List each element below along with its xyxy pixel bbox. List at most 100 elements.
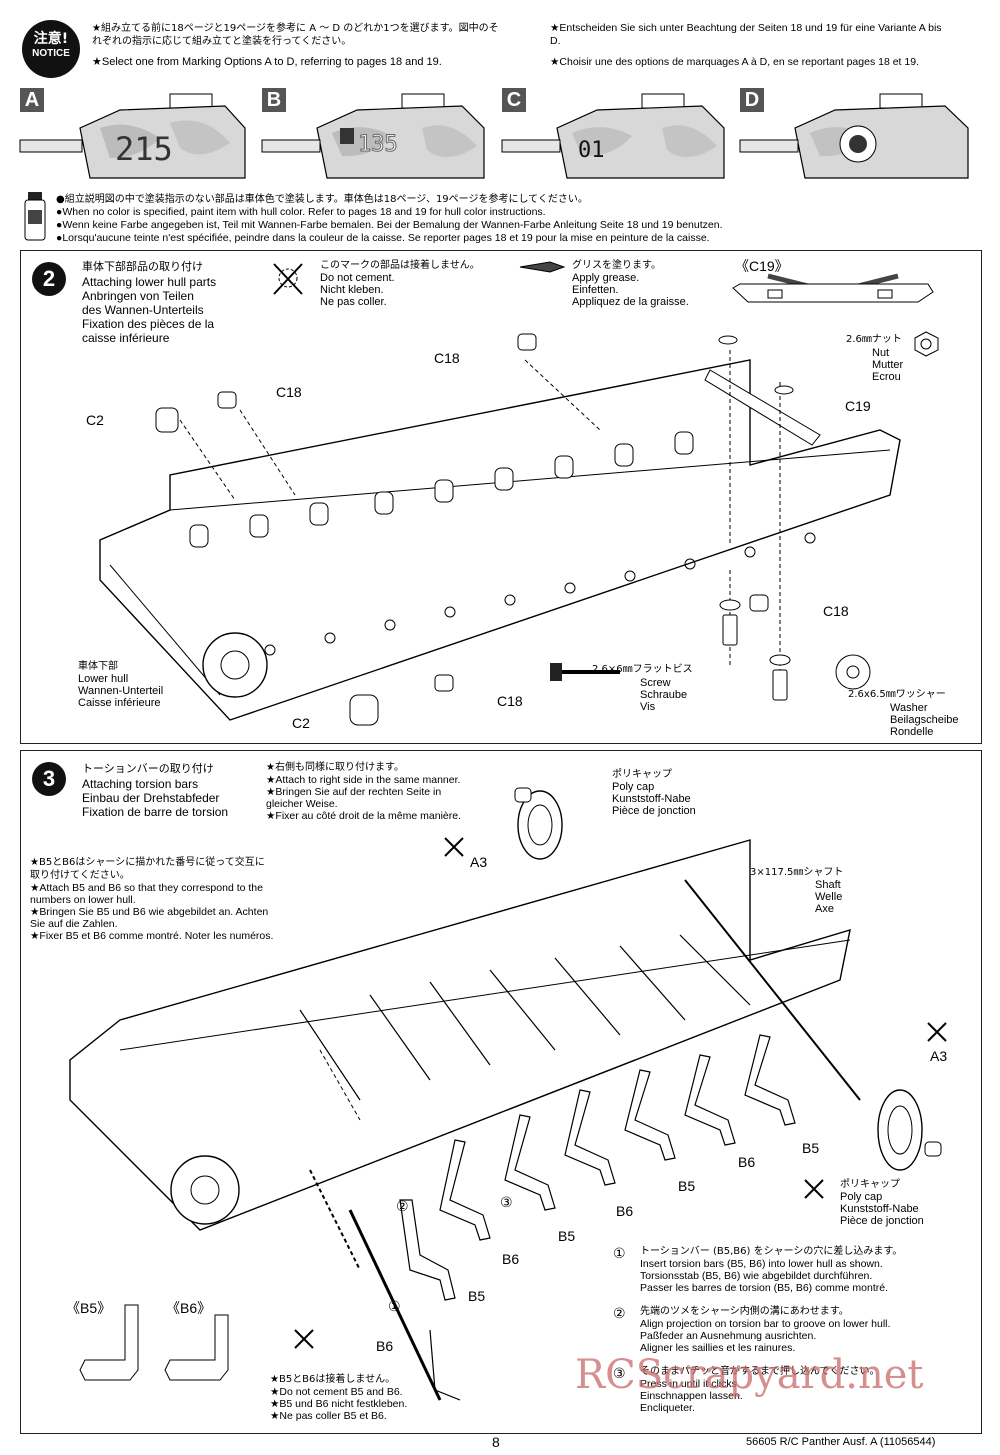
detail-b6-label: 《B6》 bbox=[166, 1300, 212, 1316]
instr-2-en: Align projection on torsion bar to groov… bbox=[640, 1318, 891, 1330]
page-number: 8 bbox=[492, 1434, 500, 1450]
right-side-de2: gleicher Weise. bbox=[266, 798, 338, 810]
turret-number-c: 01 bbox=[578, 138, 605, 163]
option-letter-a: A bbox=[20, 88, 44, 112]
shaft-jp: 3×117.5㎜シャフト bbox=[750, 867, 844, 878]
b5b6-note-jp1: ★B5とB6はシャーシに描かれた番号に従って交互に bbox=[30, 857, 265, 868]
instr-2-jp: 先端のツメをシャーシ内側の溝にあわせます。 bbox=[640, 1306, 849, 1317]
grease-de: Einfetten. bbox=[572, 284, 619, 296]
label-c19: C19 bbox=[845, 398, 871, 414]
washer-jp: 2.6x6.5㎜ワッシャー bbox=[848, 689, 946, 700]
nut-fr: Ecrou bbox=[872, 371, 901, 383]
label-b5-4: B5 bbox=[468, 1288, 486, 1304]
turret-drawing-b bbox=[261, 93, 485, 179]
polycap-top-en: Poly cap bbox=[612, 781, 655, 793]
hull-en: Lower hull bbox=[78, 673, 129, 685]
grease-jp: グリスを塗ります。 bbox=[572, 260, 661, 271]
intro-fr: ★Choisir une des options de marquages A … bbox=[550, 56, 919, 68]
intro-jp-2: れぞれの指示に応じて組み立てと塗装を行ってください。 bbox=[92, 36, 352, 47]
label-c18-d: C18 bbox=[497, 693, 523, 709]
c19-detail-drawing bbox=[732, 273, 934, 303]
step-2-title-fr: Fixation des pièces de la bbox=[82, 317, 215, 331]
label-a3-right: A3 bbox=[930, 1048, 948, 1064]
no-cement-jp: このマークの部品は接着しません。 bbox=[320, 260, 480, 271]
hull-jp: 車体下部 bbox=[78, 661, 118, 672]
no-cement-de: Nicht kleben. bbox=[320, 284, 384, 296]
no-cement-b-en: ★Do not cement B5 and B6. bbox=[270, 1386, 403, 1398]
screw-de: Schraube bbox=[640, 689, 688, 701]
marking-option-b: B 135 bbox=[261, 88, 492, 183]
step-2-title-de: Anbringen von Teilen bbox=[82, 289, 194, 303]
washer-de: Beilagscheibe bbox=[890, 714, 959, 726]
no-cement-b-fr: ★Ne pas coller B5 et B6. bbox=[270, 1410, 387, 1422]
intro-de-1: ★Entscheiden Sie sich unter Beachtung de… bbox=[550, 22, 942, 34]
label-c18-b: C18 bbox=[434, 350, 460, 366]
intro-jp-1: ★組み立てる前に18ページと19ページを参考に A ～ D のどれか1つを選びま… bbox=[92, 23, 499, 34]
intro-de-2: D. bbox=[550, 35, 561, 47]
no-cement-en: Do not cement. bbox=[320, 272, 395, 284]
instr-1-num: ① bbox=[613, 1245, 626, 1261]
marking-option-d: D bbox=[739, 88, 980, 183]
polycap-right-jp: ポリキャップ bbox=[840, 1179, 900, 1190]
no-cement-b-de: ★B5 und B6 nicht festkleben. bbox=[270, 1398, 408, 1410]
product-code: 56605 R/C Panther Ausf. A (11056544) bbox=[746, 1436, 936, 1448]
step-3-torsion-diagram bbox=[69, 787, 947, 1401]
paint-bottle-icon bbox=[24, 192, 46, 241]
intro-de: ★Entscheiden Sie sich unter Beachtung de… bbox=[550, 22, 970, 48]
polycap-top-fr: Pièce de jonction bbox=[612, 805, 696, 817]
label-circ3: ③ bbox=[500, 1194, 513, 1210]
right-side-jp: ★右側も同様に取り付けます。 bbox=[266, 762, 404, 773]
label-b5-1: B5 bbox=[802, 1140, 820, 1156]
instr-2-fr: Aligner les saillies et les rainures. bbox=[640, 1342, 796, 1354]
instr-1-de: Torsionsstab (B5, B6) wie abgebildet dur… bbox=[640, 1270, 873, 1282]
no-cement-b-jp: ★B5とB6は接着しません。 bbox=[270, 1374, 396, 1385]
washer-en: Washer bbox=[890, 702, 928, 714]
instr-3-num: ③ bbox=[613, 1365, 626, 1381]
instr-1-en: Insert torsion bars (B5, B6) into lower … bbox=[640, 1258, 883, 1270]
instr-3-en: Press in until it clicks. bbox=[640, 1378, 740, 1390]
b5b6-note-jp2: 取り付けてください。 bbox=[30, 870, 130, 881]
marking-option-c: C 01 bbox=[501, 88, 732, 183]
instr-1-fr: Passer les barres de torsion (B5, B6) co… bbox=[640, 1282, 889, 1294]
turret-drawing-d bbox=[739, 93, 969, 179]
notice-jp: 注意! bbox=[33, 31, 69, 47]
step-2-panel bbox=[20, 250, 982, 744]
right-side-de1: ★Bringen Sie auf der rechten Seite in bbox=[266, 786, 442, 798]
label-a3-top: A3 bbox=[470, 854, 488, 870]
notice-en: NOTICE bbox=[32, 48, 70, 59]
screw-fr: Vis bbox=[640, 701, 656, 713]
hull-fr: Caisse inférieure bbox=[78, 697, 161, 709]
instr-2-num: ② bbox=[613, 1305, 626, 1321]
grease-fr: Appliquez de la graisse. bbox=[572, 296, 689, 308]
step-3-title-de: Einbau der Drehstabfeder bbox=[82, 791, 220, 805]
instr-3-jp: そのままパチッと音がするまで押し込んでください。 bbox=[640, 1366, 880, 1377]
shaft-en: Shaft bbox=[815, 879, 841, 891]
emblem-icon bbox=[849, 135, 867, 153]
polycap-top-jp: ポリキャップ bbox=[612, 769, 672, 780]
option-letter-c: C bbox=[502, 88, 526, 112]
no-cement-icon bbox=[273, 263, 303, 295]
c19-detail-label: 《C19》 bbox=[735, 258, 789, 274]
right-side-en: ★Attach to right side in the same manner… bbox=[266, 774, 461, 786]
watermark: RCScrapyard.net bbox=[575, 1352, 924, 1398]
option-letter-d: D bbox=[740, 88, 764, 112]
label-c18-a: C18 bbox=[276, 384, 302, 400]
grease-icon bbox=[519, 261, 566, 273]
turret-number-b: 135 bbox=[358, 132, 399, 158]
label-b6-2: B6 bbox=[616, 1203, 634, 1219]
label-b5-3: B5 bbox=[558, 1228, 576, 1244]
no-cement-fr: Ne pas coller. bbox=[320, 296, 387, 308]
step-2-title-de2: des Wannen-Unterteils bbox=[82, 303, 204, 317]
detail-b5-label: 《B5》 bbox=[66, 1300, 112, 1316]
b5b6-note-en2: numbers on lower hull. bbox=[30, 894, 136, 906]
instr-3-fr: Encliqueter. bbox=[640, 1402, 695, 1414]
b5b6-note-de1: ★Bringen Sie B5 und B6 wie abgebildet an… bbox=[30, 906, 269, 918]
turret-number-a: 215 bbox=[115, 130, 173, 168]
hull-de: Wannen-Unterteil bbox=[78, 685, 164, 697]
screw-en: Screw bbox=[640, 677, 671, 689]
shaft-fr: Axe bbox=[815, 903, 834, 915]
step-2-title-jp: 車体下部部品の取り付け bbox=[82, 260, 203, 273]
notice-badge: 注意! NOTICE bbox=[22, 20, 80, 78]
polycap-right-de: Kunststoff-Nabe bbox=[840, 1203, 919, 1215]
label-b6-1: B6 bbox=[738, 1154, 756, 1170]
